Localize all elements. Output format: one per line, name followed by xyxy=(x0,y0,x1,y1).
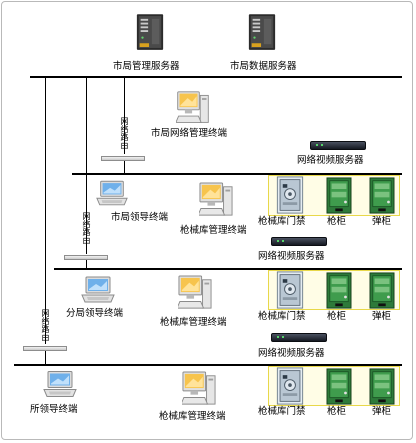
laptop-icon xyxy=(95,180,129,207)
armory-door-icon xyxy=(276,271,304,309)
server-tower-icon xyxy=(247,12,277,52)
router-icon xyxy=(23,346,67,351)
ammo-cabinet-icon xyxy=(369,368,395,405)
station-leader-terminal-label: 所领导终端 xyxy=(30,404,78,415)
router-icon xyxy=(64,255,108,260)
branch-lan-line xyxy=(54,268,402,270)
city-network-management-terminal-label: 市局网络管理终端 xyxy=(151,128,228,139)
video-server-icon xyxy=(271,237,327,246)
desktop-computer-icon xyxy=(182,370,216,408)
video-server-label: 网络视频服务器 xyxy=(297,155,364,166)
armory-door-icon xyxy=(276,367,304,405)
armory-management-terminal-label: 枪械库管理终端 xyxy=(160,317,227,328)
ammo-cabinet-label: 弹柜 xyxy=(372,311,392,322)
video-server-label: 网络视频服务器 xyxy=(258,348,325,359)
trunk-line xyxy=(45,76,46,344)
video-server-icon xyxy=(271,333,327,342)
branch-leader-terminal-label: 分局领导终端 xyxy=(66,308,124,319)
armory-door-label: 枪械库门禁 xyxy=(258,406,306,417)
router-link xyxy=(124,161,125,173)
city-leader-terminal-label: 市局领导终端 xyxy=(111,212,169,223)
ammo-cabinet-label: 弹柜 xyxy=(372,216,392,227)
video-server-label: 网络视频服务器 xyxy=(258,251,325,262)
gun-cabinet-icon xyxy=(326,368,352,405)
router-label: 网络路由 xyxy=(41,309,50,341)
server-tower-icon xyxy=(135,12,165,52)
station-lan-line xyxy=(14,364,402,366)
trunk-line xyxy=(86,76,87,254)
gun-cabinet-label: 枪柜 xyxy=(327,406,347,417)
laptop-icon xyxy=(80,276,116,304)
laptop-icon xyxy=(42,370,78,399)
router-label: 网络路由 xyxy=(82,212,91,244)
armory-door-icon xyxy=(276,176,304,214)
router-link xyxy=(45,351,46,364)
desktop-computer-icon xyxy=(199,181,233,219)
video-server-icon xyxy=(310,141,366,150)
ammo-cabinet-icon xyxy=(369,272,395,309)
ammo-cabinet-icon xyxy=(369,177,395,214)
ammo-cabinet-label: 弹柜 xyxy=(372,406,392,417)
desktop-computer-icon xyxy=(176,90,210,126)
armory-management-terminal-label: 枪械库管理终端 xyxy=(159,411,226,422)
gun-cabinet-icon xyxy=(326,272,352,309)
city-database-server-label: 市局数据服务器 xyxy=(230,61,297,72)
armory-door-label: 枪械库门禁 xyxy=(258,216,306,227)
city-management-server-label: 市局管理服务器 xyxy=(113,61,180,72)
router-link xyxy=(86,260,87,268)
armory-door-label: 枪械库门禁 xyxy=(258,311,306,322)
router-label: 网络路由 xyxy=(120,117,129,149)
trunk-line xyxy=(124,76,125,154)
gun-cabinet-label: 枪柜 xyxy=(327,216,347,227)
gun-cabinet-label: 枪柜 xyxy=(327,311,347,322)
desktop-computer-icon xyxy=(178,274,212,312)
gun-cabinet-icon xyxy=(326,177,352,214)
city-lan-line xyxy=(72,173,402,175)
router-icon xyxy=(101,156,145,161)
backbone-line xyxy=(30,76,402,78)
armory-management-terminal-label: 枪械库管理终端 xyxy=(180,225,247,236)
